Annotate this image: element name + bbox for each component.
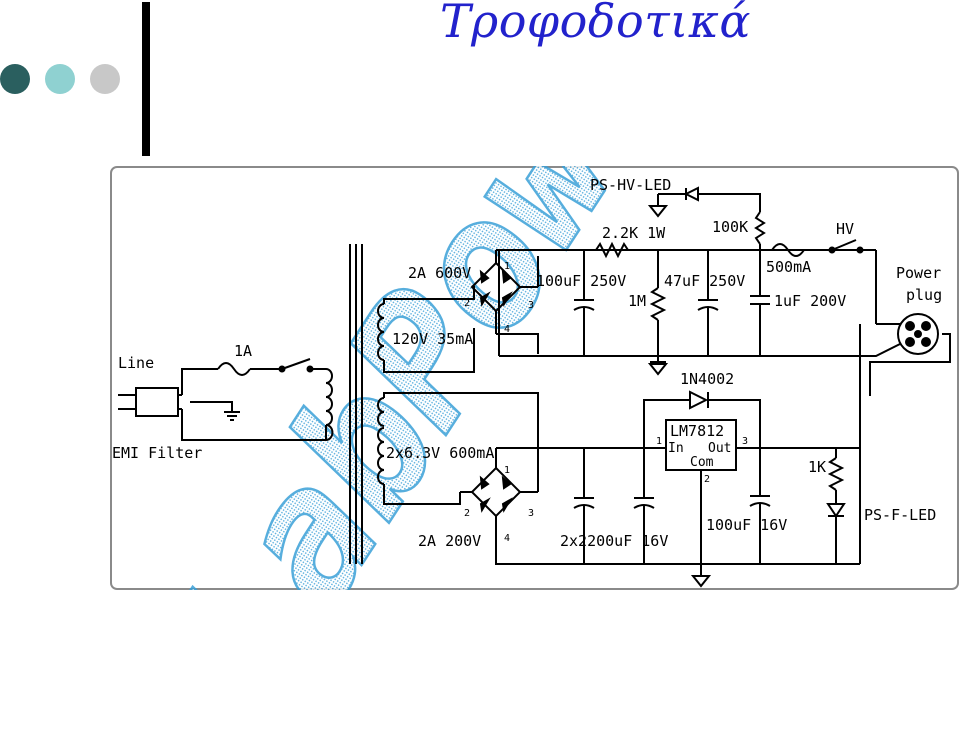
bullet-dot-dark — [0, 64, 30, 94]
pin-bot-4: 4 — [504, 533, 510, 544]
label-diode-1n4002: 1N4002 — [680, 370, 734, 388]
pin-bot-1: 1 — [504, 465, 510, 476]
label-c-100uf-250v: 100uF 250V — [536, 272, 626, 290]
label-hv: HV — [836, 220, 854, 238]
slide-title: Τροφοδοτικά — [440, 0, 751, 48]
label-r-2k2: 2.2K 1W — [602, 224, 666, 242]
label-power-plug-2: plug — [906, 286, 942, 304]
power-supply-schematic: LabPower — [110, 0, 959, 730]
label-r-100k: 100K — [712, 218, 748, 236]
pin-reg-1: 1 — [656, 436, 662, 447]
label-c-47uf-250v: 47uF 250V — [664, 272, 745, 290]
label-c-100uf-16v: 100uF 16V — [706, 516, 787, 534]
label-reg-in: In — [668, 441, 684, 456]
label-sec-120v: 120V 35mA — [392, 330, 473, 348]
pin-top-2: 2 — [464, 298, 470, 309]
label-ps-f-led: PS-F-LED — [864, 506, 936, 524]
label-power-plug: Power — [896, 264, 941, 282]
label-r-1k: 1K — [808, 458, 826, 476]
label-reg-out: Out — [708, 441, 731, 456]
pin-top-4: 4 — [504, 324, 510, 335]
label-ps-hv-led: PS-HV-LED — [590, 176, 671, 194]
label-c-2x2200uf: 2x2200uF 16V — [560, 532, 668, 550]
pin-bot-2: 2 — [464, 508, 470, 519]
bullet-dot-teal — [45, 64, 75, 94]
title-divider — [142, 2, 150, 156]
bullet-dot-grey — [90, 64, 120, 94]
label-fuse-1a: 1A — [234, 342, 252, 360]
label-c-1uf-200v: 1uF 200V — [774, 292, 846, 310]
label-line: Line — [118, 354, 154, 372]
label-reg-com: Com — [690, 455, 714, 470]
schematic-wiring — [118, 186, 951, 588]
schematic-frame — [110, 166, 959, 590]
schematic-labels: PS-HV-LED 2.2K 1W 100K HV 500mA Power pl… — [112, 176, 942, 550]
label-fuse-500ma: 500mA — [766, 258, 811, 276]
label-emi-filter: EMI Filter — [112, 444, 202, 462]
label-sec-6v3: 2x6.3V 600mA — [386, 444, 494, 462]
label-regulator: LM7812 — [670, 422, 724, 440]
pin-reg-2: 2 — [704, 474, 710, 485]
pin-bot-3: 3 — [528, 508, 534, 519]
pin-reg-3: 3 — [742, 436, 748, 447]
label-bridge-top: 2A 600V — [408, 264, 471, 282]
pin-top-3: 3 — [528, 300, 534, 311]
label-bridge-bottom: 2A 200V — [418, 532, 481, 550]
label-r-1m: 1M — [628, 292, 646, 310]
pin-top-1: 1 — [504, 261, 510, 272]
